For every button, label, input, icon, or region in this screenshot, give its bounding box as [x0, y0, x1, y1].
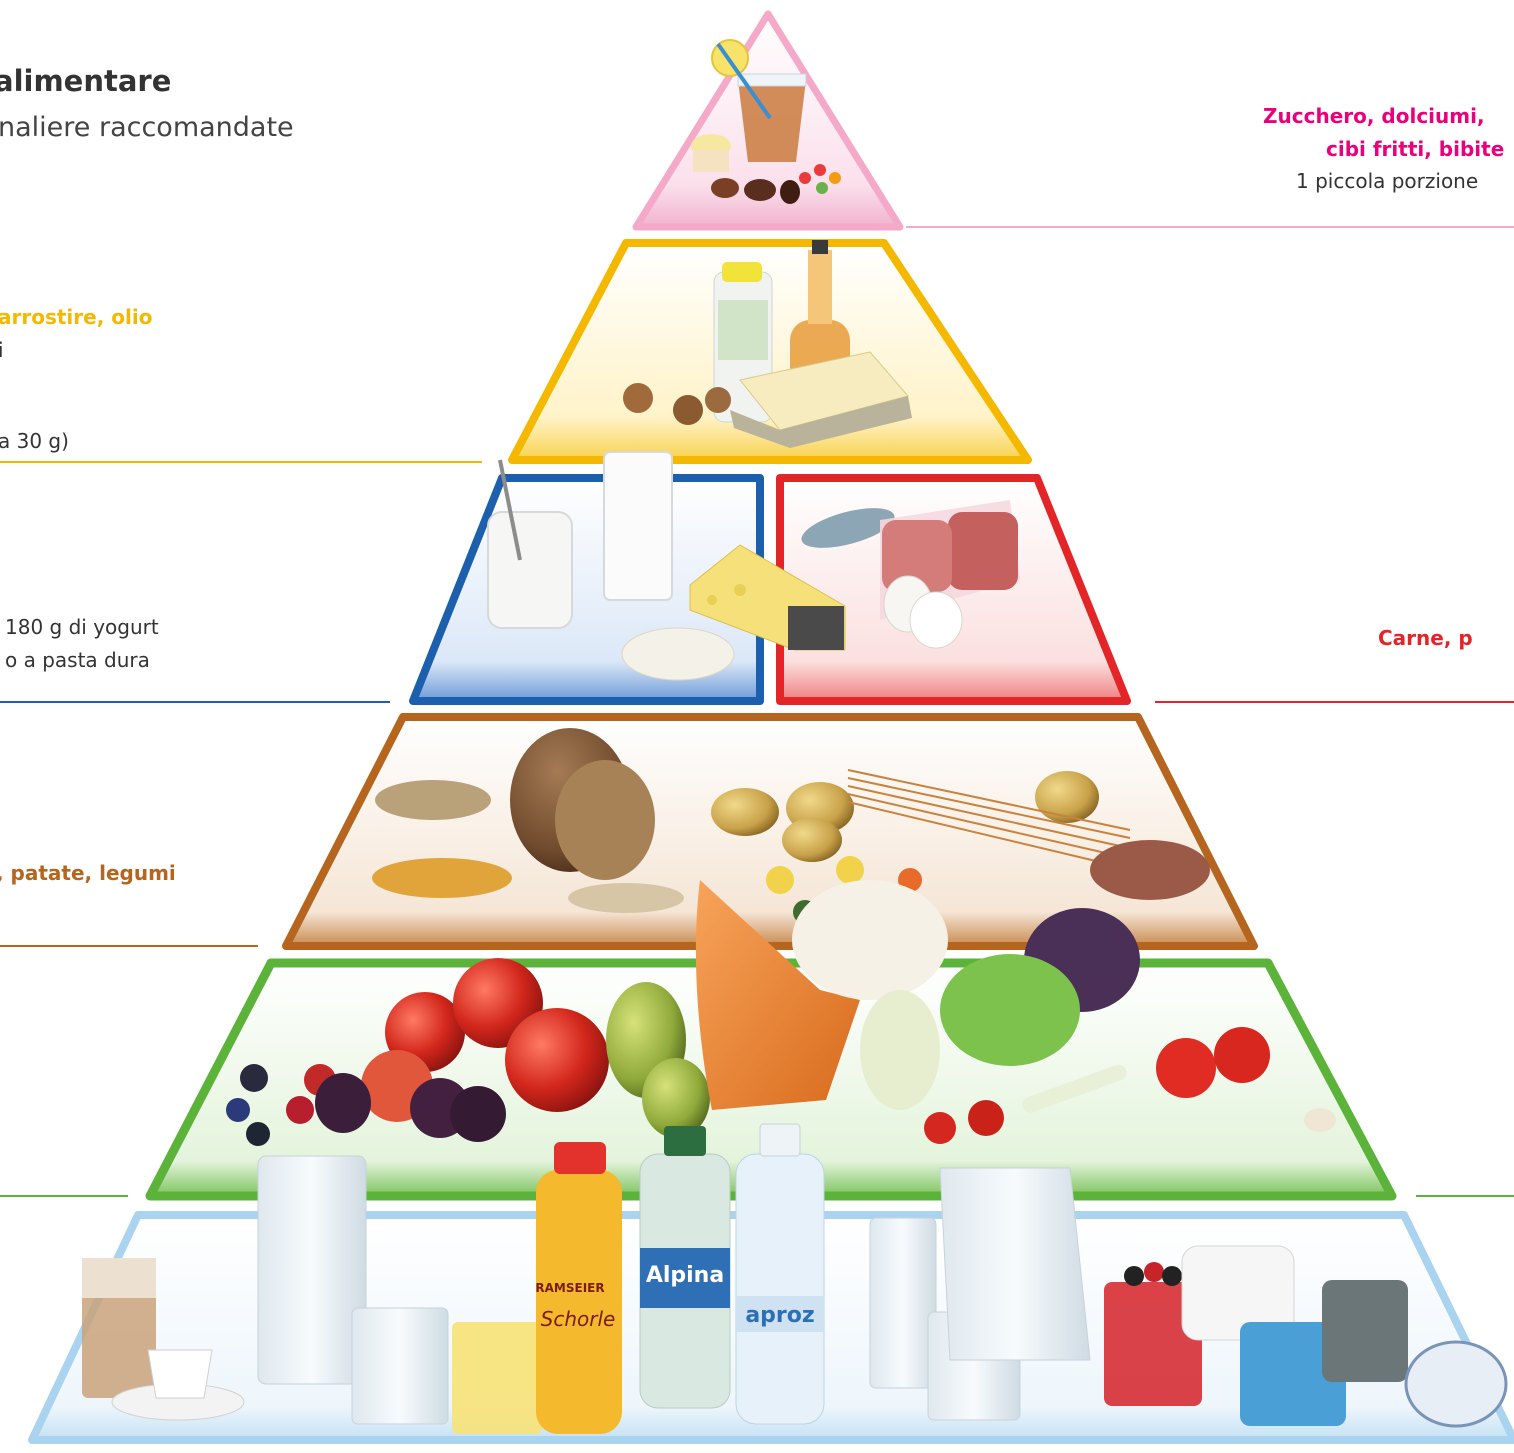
fats-line3: a 30 g) — [0, 429, 69, 453]
drinks-illustration — [82, 1123, 1508, 1434]
sweets-portion: 1 piccola porzione — [1296, 169, 1479, 193]
sweets-label-line2: cibi fritti, bibite — [1326, 137, 1505, 161]
dairy-line1: 180 g di yogurt — [5, 615, 159, 639]
dairy-line2: o a pasta dura — [5, 648, 150, 672]
sweets-label-line1: Zucchero, dolciumi, — [1263, 104, 1485, 128]
fats-label: arrostire, olio — [0, 305, 153, 329]
grains-label: , patate, legumi — [0, 861, 176, 885]
protein-label: Carne, p — [1378, 626, 1473, 650]
dairy-illustration — [487, 451, 846, 681]
sweets-illustration — [691, 39, 841, 204]
schorle-label: Schorle — [541, 1307, 616, 1331]
fats-line2: i — [0, 338, 4, 362]
protein-illustration — [801, 500, 1020, 649]
alpina-label: Alpina — [646, 1263, 724, 1288]
page-title: alimentare — [0, 64, 172, 98]
ramseier-brand-label: RAMSEIER — [535, 1281, 604, 1295]
aproz-label: aproz — [745, 1303, 814, 1328]
grains-illustration — [372, 728, 1210, 924]
page-subtitle: naliere raccomandate — [0, 112, 294, 143]
fruit-veg-illustration — [226, 880, 1336, 1146]
fats-illustration — [623, 240, 912, 448]
level-grains — [282, 713, 1258, 950]
